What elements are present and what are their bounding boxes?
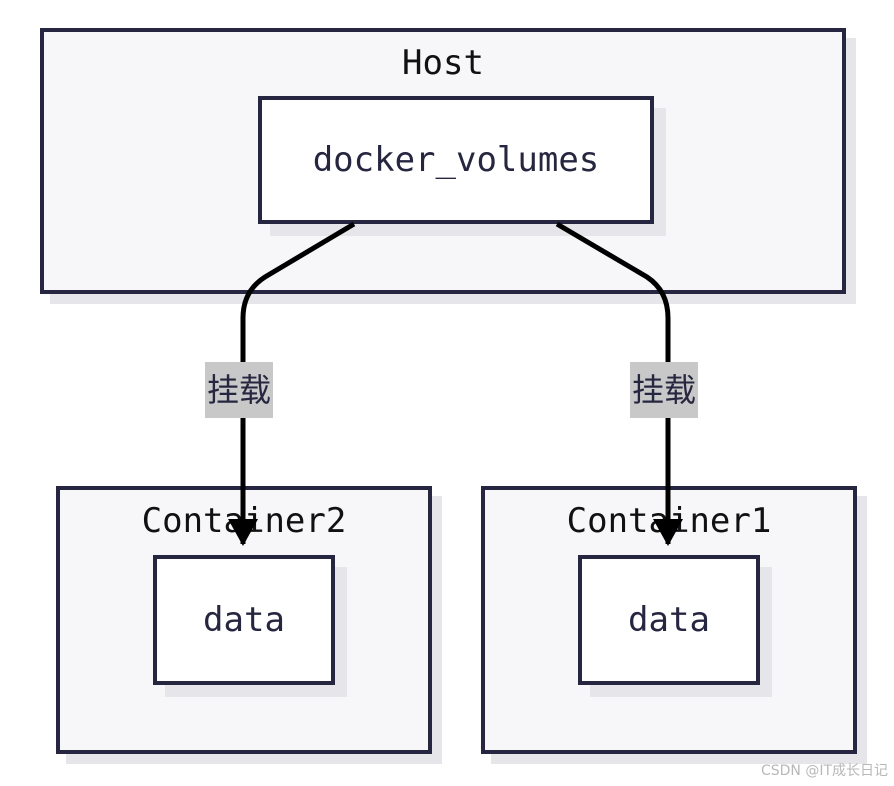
container1-data-node: data xyxy=(578,555,760,685)
container2-data-node: data xyxy=(153,555,335,685)
container1-data-label: data xyxy=(628,600,710,640)
watermark: CSDN @IT成长日记 xyxy=(760,763,888,779)
edge-label-container2: 挂载 xyxy=(205,362,274,418)
host-title: Host xyxy=(402,43,484,83)
docker-volumes-label: docker_volumes xyxy=(312,140,600,180)
edge-to-container1 xyxy=(555,221,671,544)
arrowhead-container1 xyxy=(653,519,683,546)
container2-data-label: data xyxy=(203,600,285,640)
edge-to-container2 xyxy=(240,221,356,544)
edge-label-container1: 挂载 xyxy=(630,362,699,418)
arrowhead-container2 xyxy=(228,519,258,546)
docker-volumes-node: docker_volumes xyxy=(258,96,654,224)
